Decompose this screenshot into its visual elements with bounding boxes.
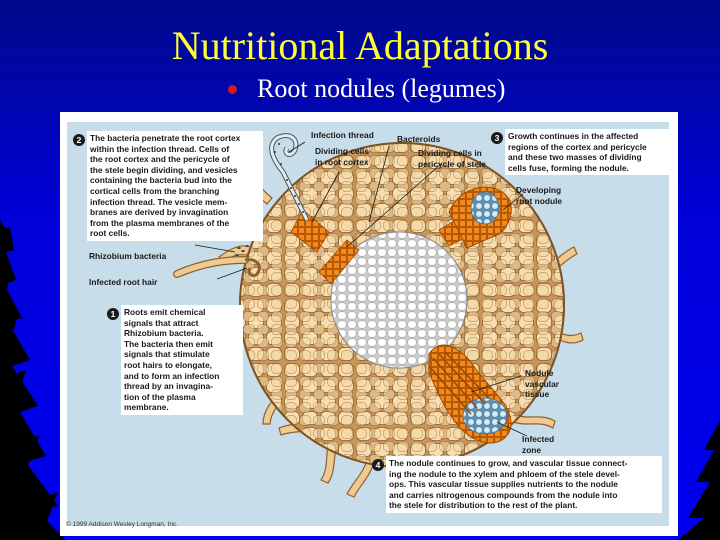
label-infected-root-hair: Infected root hair [89, 277, 157, 288]
slide-title: Nutritional Adaptations [0, 22, 720, 70]
step-3-text: Growth continues in the affected regions… [505, 129, 671, 175]
step-3-badge: 3 [491, 132, 503, 144]
label-developing-nodule: Developing root nodule [516, 185, 562, 206]
label-nodule-vascular-tissue: Nodule vascular tissue [525, 368, 559, 400]
step-4-text: The nodule continues to grow, and vascul… [386, 456, 662, 513]
copyright: © 1999 Addison Wesley Longman, Inc. [66, 521, 178, 528]
bullet-item: Root nodules (legumes) [228, 72, 505, 106]
label-rhizobium-bacteria: Rhizobium bacteria [89, 251, 166, 262]
figure-panel: 2 The bacteria penetrate the root cortex… [67, 122, 669, 526]
step-2-badge: 2 [73, 134, 85, 146]
root-nodule-figure: 2 The bacteria penetrate the root cortex… [60, 112, 678, 536]
step-4-badge: 4 [372, 459, 384, 471]
label-bacteroids: Bacteroids [397, 134, 440, 145]
label-infection-thread: Infection thread [311, 130, 374, 141]
step-1-text: Roots emit chemical signals that attract… [121, 305, 243, 415]
label-dividing-pericycle: Dividing cells in pericycle of stele [418, 148, 486, 169]
label-dividing-cortex: Dividing cells in root cortex [315, 146, 369, 167]
step-2-text: The bacteria penetrate the root cortex w… [87, 131, 263, 241]
label-infected-zone: Infected zone [522, 434, 554, 455]
step-1-badge: 1 [107, 308, 119, 320]
bullet-dot-icon [228, 85, 237, 94]
pine-tree-silhouette-right [674, 420, 720, 540]
bullet-text: Root nodules (legumes) [257, 74, 505, 104]
